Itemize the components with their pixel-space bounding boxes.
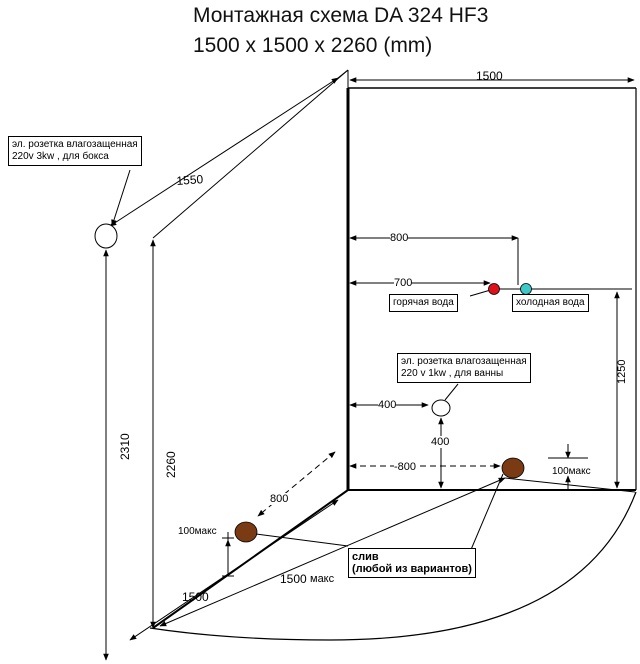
- cold-water-marker: [520, 283, 532, 295]
- dim-floor-diag-line: [159, 477, 506, 627]
- dim-1550-line: [109, 77, 339, 227]
- drain-left-marker: [234, 521, 258, 543]
- diagram-title: Монтажная схема DA 324 HF3: [193, 4, 489, 27]
- drain-text: слив (любой из вариантов): [352, 551, 472, 575]
- dim-400-v-text: 400: [431, 436, 450, 448]
- dim-floor-front-line: [129, 499, 339, 641]
- dim-floor-front-text: 1500: [182, 590, 209, 604]
- cold-water-text: холодная вода: [516, 297, 585, 308]
- dim-floor-diag-text: 1500: [280, 572, 307, 586]
- dim-800-text: 800: [390, 232, 409, 244]
- cold-water-label: холодная вода: [512, 294, 589, 312]
- drain-label: слив (любой из вариантов): [348, 548, 476, 578]
- hot-water-marker: [488, 283, 500, 295]
- hot-water-label: горячая вода: [389, 294, 458, 312]
- socket-bath-text: эл. розетка влагозащенная 220 v 1kw , дл…: [401, 356, 527, 379]
- dim-2260-text: 2260: [164, 451, 178, 478]
- drain-right-marker: [501, 457, 525, 479]
- dim-700-text: 700: [394, 277, 413, 289]
- dim-1550-text: 1550: [176, 172, 204, 188]
- wall-top-diagonal: [152, 69, 349, 239]
- dim-right-drain-text: -800: [394, 461, 417, 473]
- socket-box-marker: [94, 223, 118, 249]
- dim-2310-text: 2310: [118, 433, 132, 460]
- socket-box-text: эл. розетка влагозащенная 220v 3kw , для…: [12, 139, 138, 162]
- socket-bath-label: эл. розетка влагозащенная 220 v 1kw , дл…: [397, 353, 531, 383]
- dim-left-drain-text: 800: [270, 493, 289, 505]
- dim-left-max-text: 100макс: [178, 526, 217, 537]
- dim-top-1500-text: 1500: [476, 69, 503, 83]
- dim-floor-diag-max-text: макс: [310, 573, 335, 585]
- dim-400-h-text: 400: [378, 399, 397, 411]
- socket-bath-marker: [431, 399, 451, 417]
- diagram-subtitle: 1500 x 1500 x 2260 (mm): [193, 34, 433, 57]
- hot-water-text: горячая вода: [393, 297, 454, 308]
- dim-right-max-text: 100макс: [552, 466, 591, 477]
- socket-box-label: эл. розетка влагозащенная 220v 3kw , для…: [8, 136, 142, 166]
- tray-front-arc: [149, 491, 637, 641]
- dim-1250-text: 1250: [616, 359, 628, 384]
